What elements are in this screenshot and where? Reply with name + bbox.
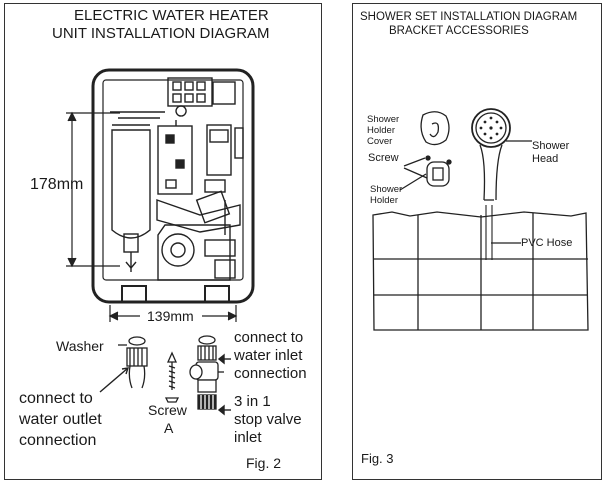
- inlet-nozzle: [204, 285, 230, 303]
- shower-head-nozzles: [479, 116, 503, 140]
- fig2-panel: [4, 3, 322, 480]
- inlet-label-line3: connection: [234, 365, 307, 382]
- hose-label: PVC Hose: [521, 237, 573, 249]
- screw-label-line2: A: [164, 420, 174, 436]
- fig3-title-line1: SHOWER SET INSTALLATION DIAGRAM: [360, 11, 578, 23]
- heater-pcb: [157, 125, 193, 195]
- tile-wall: [372, 211, 589, 331]
- cover-label-line3: Cover: [367, 136, 393, 147]
- washer-label: Washer: [56, 338, 104, 354]
- height-dimension: [66, 111, 120, 268]
- shower-holder: [426, 161, 450, 187]
- stop-valve: [189, 335, 224, 410]
- cover-label-line2: Holder: [367, 125, 395, 136]
- heater-tank: [111, 129, 151, 239]
- valve-label-line1: 3 in 1: [234, 393, 271, 410]
- fig2-caption: Fig. 2: [246, 455, 282, 471]
- screw-label: Screw: [368, 152, 399, 164]
- outlet-nozzle: [121, 285, 147, 303]
- shower-holder-cover: [420, 111, 450, 146]
- fig3-title-line2: BRACKET ACCESSORIES: [389, 25, 529, 37]
- fig3-caption: Fig. 3: [361, 451, 394, 466]
- inlet-label-line1: connect to: [234, 329, 304, 346]
- fig2-title-line2: UNIT INSTALLATION DIAGRAM: [52, 25, 270, 42]
- heater-body: [91, 68, 255, 304]
- outlet-connector: [118, 336, 148, 389]
- shower-head: [471, 108, 511, 148]
- head-label-line1: Shower: [532, 140, 570, 152]
- inlet-label-line2: water inlet: [234, 347, 303, 364]
- cover-label-line1: Shower: [367, 114, 400, 125]
- holder-label-line2: Holder: [370, 195, 398, 206]
- head-label-line2: Head: [532, 153, 559, 165]
- fig2-title-line1: ELECTRIC WATER HEATER: [74, 7, 269, 24]
- outlet-label-line2: water outlet: [19, 411, 102, 428]
- screw-a: [164, 351, 180, 403]
- dim-height-label: 178mm: [30, 176, 84, 193]
- outlet-label-line3: connection: [19, 432, 97, 449]
- dim-width-label: 139mm: [147, 308, 194, 324]
- holder-label-line1: Shower: [370, 184, 403, 195]
- screw-label-line1: Screw: [148, 402, 187, 418]
- fig3-panel: [352, 3, 602, 480]
- outlet-label-line1: connect to: [19, 390, 93, 407]
- width-dimension: [108, 305, 238, 322]
- valve-label-line2: stop valve: [234, 411, 302, 428]
- valve-label-line3: inlet: [234, 429, 262, 446]
